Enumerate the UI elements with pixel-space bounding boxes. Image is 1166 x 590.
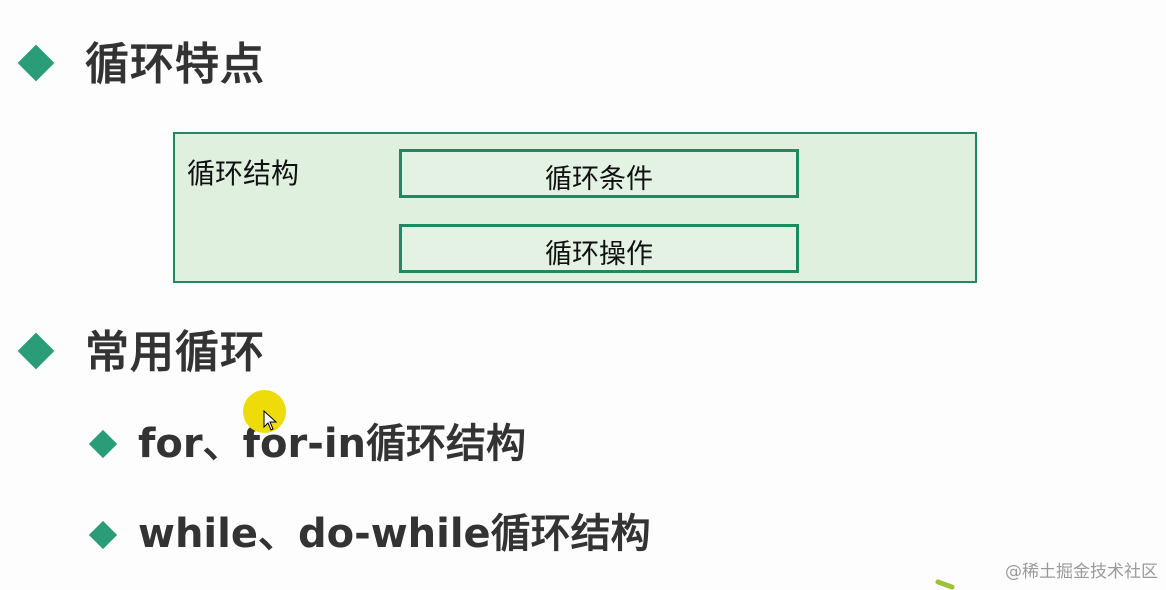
section-title-common-loops: 常用循环 bbox=[85, 327, 265, 378]
loop-structure-label: 循环结构 bbox=[187, 157, 300, 190]
loop-structure-diagram: 循环结构 循环条件 循环操作 bbox=[173, 132, 977, 283]
decorative-leaf bbox=[934, 578, 956, 590]
sub-bullet-diamond-icon bbox=[88, 520, 118, 550]
section-title-loop-features: 循环特点 bbox=[85, 39, 265, 90]
loop-condition-box: 循环条件 bbox=[399, 149, 799, 198]
sub-bullet-diamond-icon bbox=[88, 429, 118, 459]
bullet-diamond-icon bbox=[17, 332, 55, 370]
loop-operation-box: 循环操作 bbox=[399, 224, 799, 273]
mouse-pointer-icon bbox=[263, 410, 278, 431]
bullet-diamond-icon bbox=[17, 44, 55, 82]
list-item-for: for、for-in循环结构 bbox=[138, 421, 527, 467]
watermark: @稀土掘金技术社区 bbox=[1005, 562, 1158, 582]
list-item-while: while、do-while循环结构 bbox=[138, 511, 651, 557]
